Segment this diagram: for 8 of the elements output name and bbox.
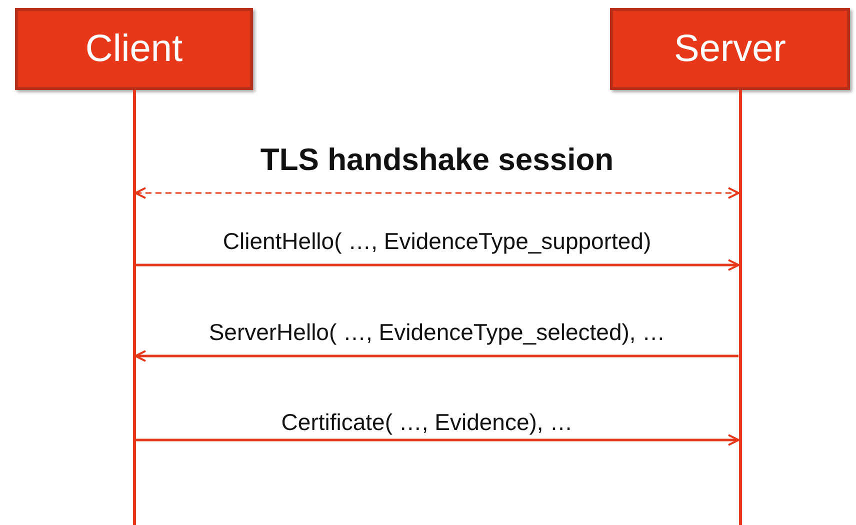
message-arrow	[134, 350, 738, 362]
message-arrow	[136, 259, 740, 271]
message-arrow	[134, 187, 740, 199]
participant-box: Server	[610, 8, 850, 90]
message-arrow	[136, 434, 740, 446]
participant-box: Client	[15, 8, 253, 90]
lifeline	[132, 90, 136, 525]
lifeline	[738, 90, 742, 525]
